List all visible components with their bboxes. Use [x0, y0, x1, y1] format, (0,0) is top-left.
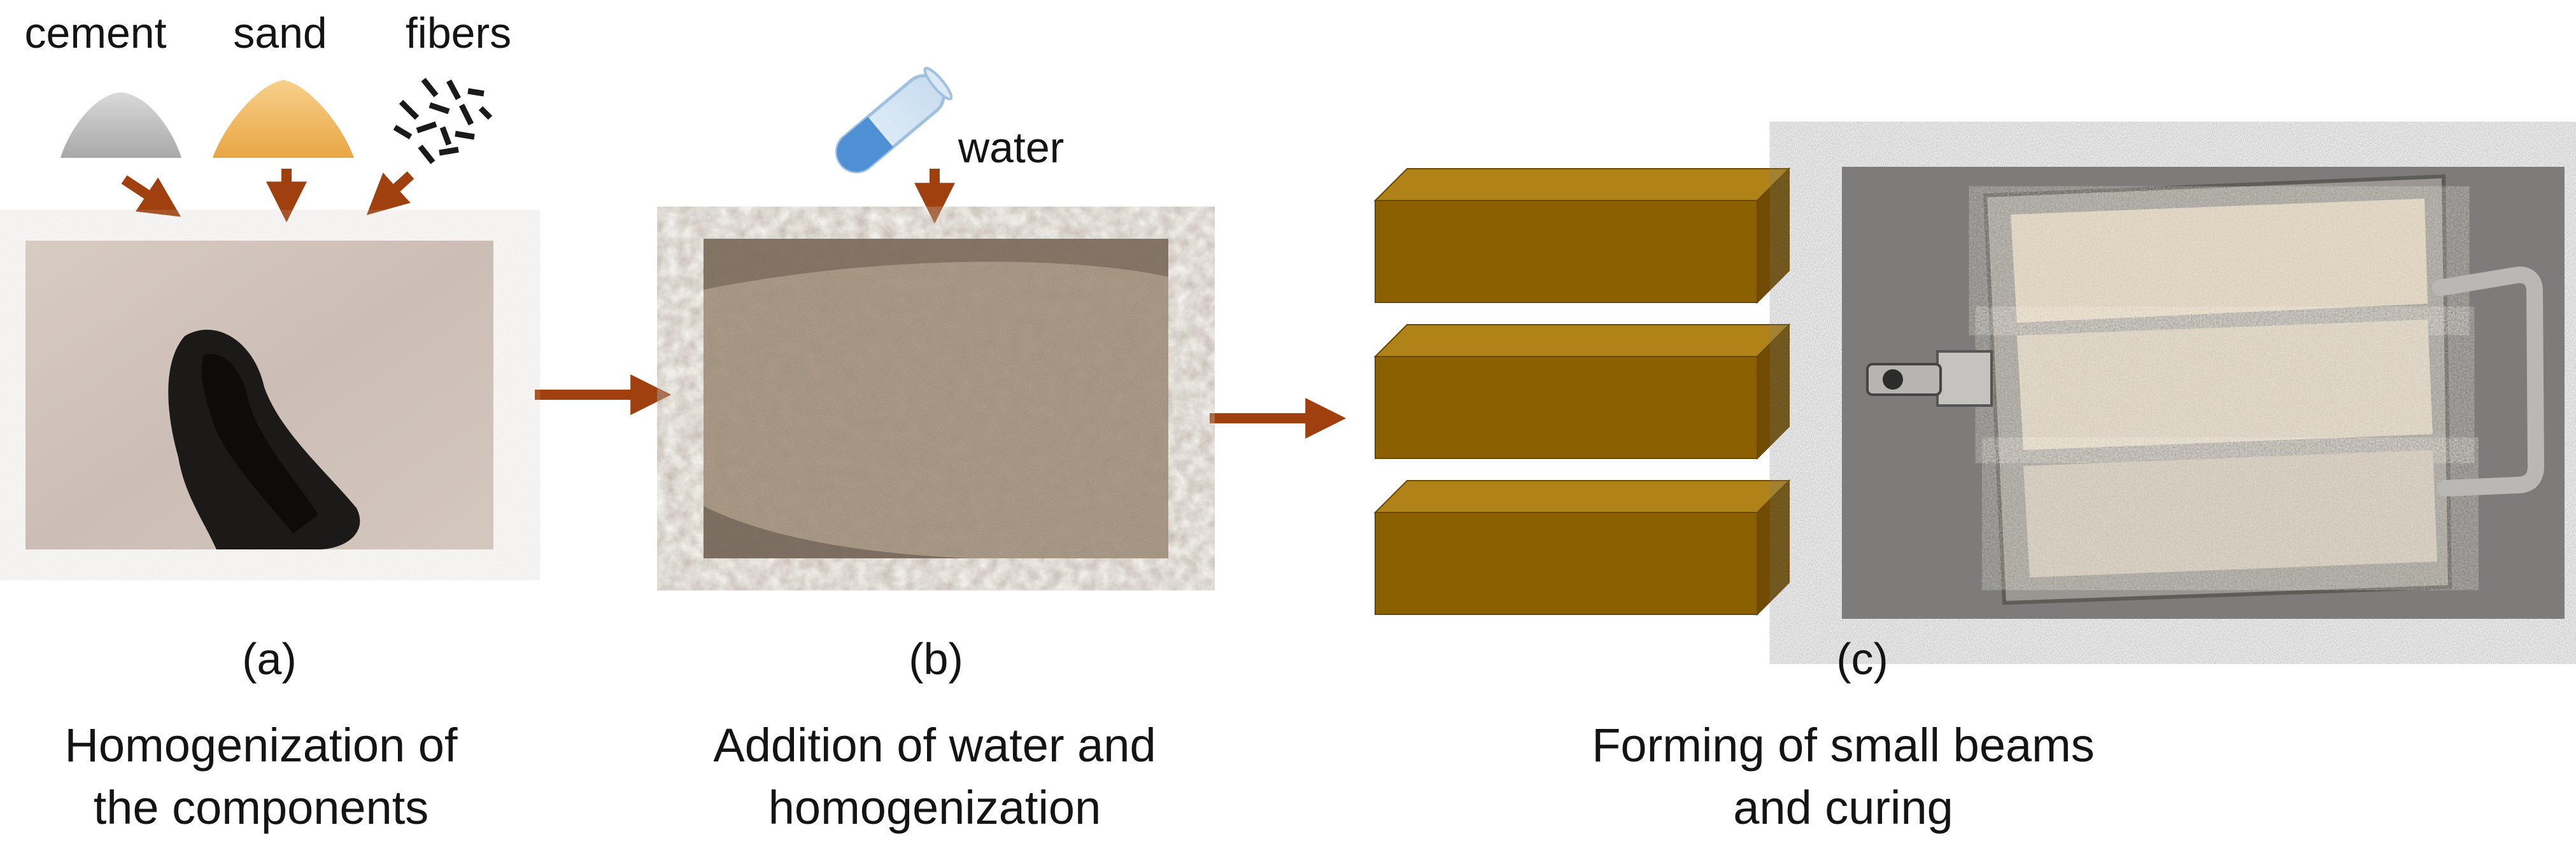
fibers-arrow — [366, 171, 414, 215]
caption-c-line2: and curing — [1733, 781, 1953, 834]
sand-pile-icon — [213, 80, 354, 158]
cement-pile-icon — [60, 92, 181, 158]
wet-mix-photo — [704, 239, 1168, 558]
caption-b-line2: homogenization — [768, 781, 1101, 834]
caption-c: Forming of small beams and curing — [1592, 714, 2095, 839]
fibers-icon — [393, 78, 493, 164]
caption-a: Homogenization of the components — [64, 714, 457, 839]
water-tube-icon — [835, 67, 953, 174]
caption-b: Addition of water and homogenization — [713, 714, 1156, 839]
dry-mix-photo — [25, 241, 493, 549]
sand-label: sand — [233, 9, 327, 57]
mold-photo — [1842, 167, 2565, 619]
cement-label: cement — [24, 9, 167, 57]
beam-top — [1373, 167, 1791, 304]
panel-b-letter: (b) — [909, 634, 963, 684]
beam-middle — [1373, 323, 1791, 460]
beams-diagram — [1373, 167, 1791, 616]
fibers-label: fibers — [405, 9, 512, 57]
beam-bottom — [1373, 479, 1791, 616]
caption-a-line2: the components — [93, 781, 429, 834]
panel-c-letter: (c) — [1836, 634, 1888, 684]
cement-arrow — [121, 175, 181, 217]
caption-c-line1: Forming of small beams — [1592, 719, 2095, 772]
caption-b-line1: Addition of water and — [713, 719, 1156, 772]
water-label: water — [958, 124, 1065, 172]
caption-a-line1: Homogenization of — [64, 719, 458, 772]
panel-a-letter: (a) — [242, 634, 297, 684]
